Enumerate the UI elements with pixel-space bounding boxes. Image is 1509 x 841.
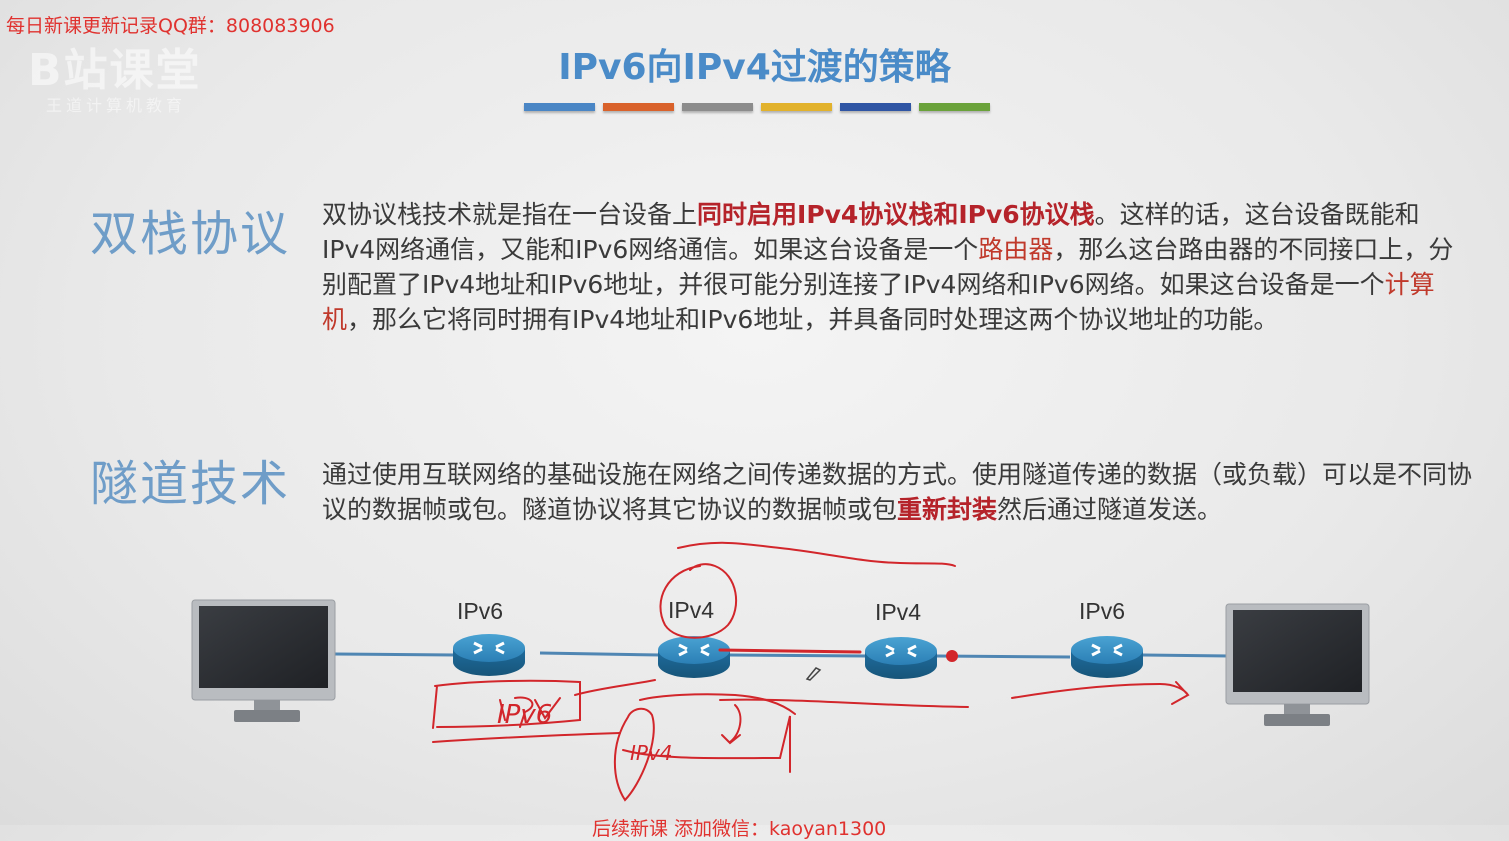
dual-stack-text-2: 。这样的话，这台设备既能和IPv4网络通信，又能和IPv6网络通信。如果这台设备…	[322, 200, 1420, 264]
dual-stack-highlight: 同时启用IPv4协议栈和IPv6协议栈	[697, 200, 1095, 229]
left-computer-icon	[191, 599, 336, 722]
dual-stack-paragraph: 双协议栈技术就是指在一台设备上同时启用IPv4协议栈和IPv6协议栈。这样的话，…	[322, 197, 1457, 337]
tunnel-text-1: 通过使用互联网络的基础设施在网络之间传递数据的方式。使用隧道传递的数据（或负载）…	[322, 460, 1473, 524]
dual-stack-heading: 双栈协议	[90, 206, 291, 262]
dual-stack-text-3: ，那么这台路由器的不同接口上，分别配置了IPv4地址和IPv6地址，并很可能分别…	[322, 235, 1454, 299]
tunnel-heading: 隧道技术	[90, 456, 291, 512]
network-links	[334, 651, 1231, 659]
reencapsulate-highlight: 重新封装	[897, 495, 998, 524]
color-bar-blue	[524, 103, 595, 111]
router-label-3: IPv4	[875, 599, 921, 625]
router-label-4: IPv6	[1079, 598, 1125, 624]
logo-watermark: B站课堂	[28, 45, 202, 96]
router-icon-4	[1071, 636, 1143, 678]
computer-highlight: 计算机	[322, 270, 1435, 334]
slide-title: IPv6向IPv4过渡的策略	[558, 47, 951, 88]
title-color-bars	[524, 103, 990, 111]
router-highlight: 路由器	[978, 235, 1054, 264]
dual-stack-text-1: 双协议栈技术就是指在一台设备上	[322, 200, 698, 229]
handwritten-annotations	[432, 541, 1190, 802]
dual-stack-text-4: ，那么它将同时拥有IPv4地址和IPv6地址，并具备同时处理这两个协议地址的功能…	[347, 305, 1279, 334]
annotation-ipv6-label: IPv6	[497, 700, 552, 730]
color-bar-orange	[603, 103, 674, 111]
tunnel-text-2: 然后通过隧道发送。	[997, 495, 1223, 524]
router-icon-3	[865, 637, 937, 679]
wechat-watermark: 后续新课 添加微信：kaoyan1300	[592, 818, 887, 840]
router-label-2: IPv4	[668, 597, 714, 623]
color-bar-gray	[682, 103, 753, 111]
annotation-ipv4-label: IPv4	[630, 741, 673, 765]
router-icon-2	[658, 636, 730, 678]
router-icon-1	[453, 634, 525, 676]
right-computer-icon	[1225, 603, 1370, 726]
router-label-1: IPv6	[457, 598, 503, 624]
color-bar-green	[919, 103, 990, 111]
tunnel-paragraph: 通过使用互联网络的基础设施在网络之间传递数据的方式。使用隧道传递的数据（或负载）…	[322, 457, 1472, 527]
qq-group-watermark: 每日新课更新记录QQ群：808083906	[6, 15, 335, 37]
color-bar-navy	[840, 103, 911, 111]
color-bar-yellow	[761, 103, 832, 111]
logo-watermark-sub: 王道计算机教育	[46, 96, 187, 115]
